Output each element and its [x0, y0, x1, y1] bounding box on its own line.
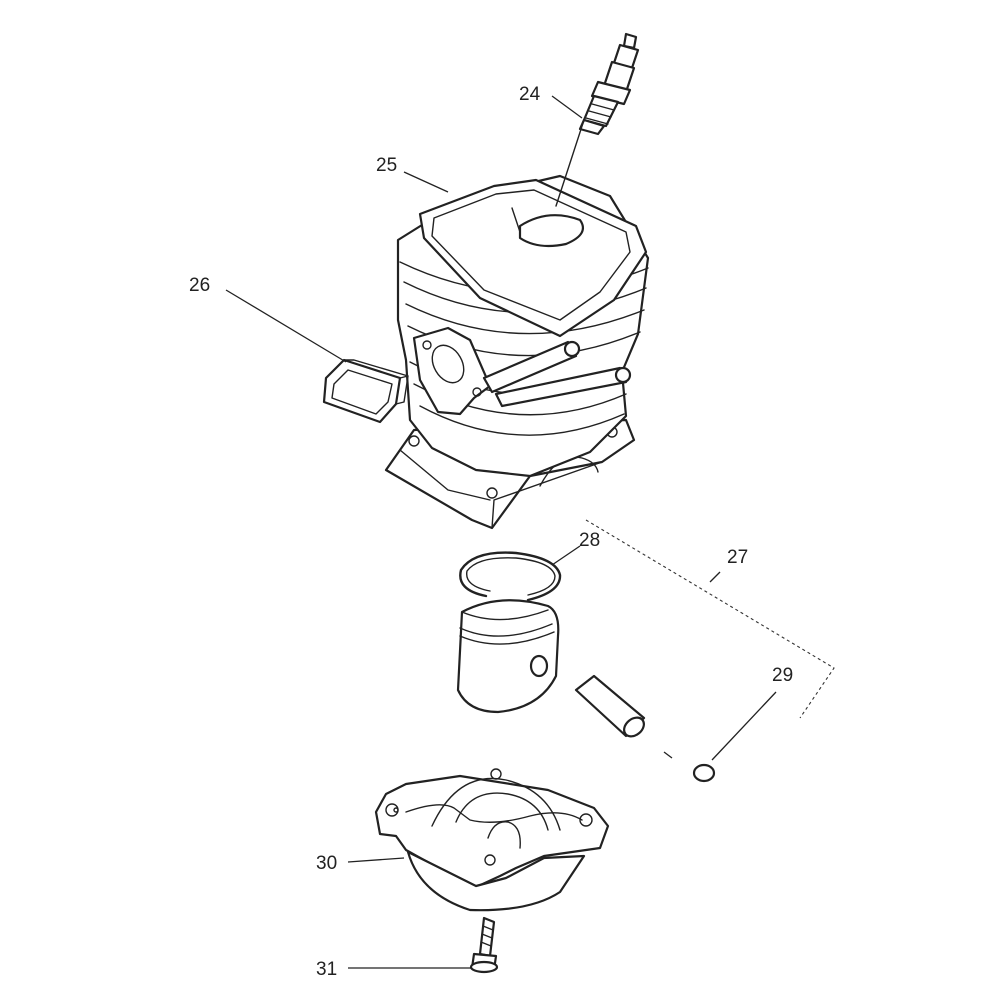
crankcase-lower-half: [374, 768, 610, 912]
leader-lines: [225, 95, 777, 969]
piston: [456, 599, 560, 714]
circlip: [663, 751, 716, 783]
intake-gasket: [322, 358, 409, 424]
part-label-26: 26: [189, 275, 210, 296]
part-label-24: 24: [519, 84, 541, 105]
part-label-28: 28: [579, 530, 600, 551]
part-label-25: 25: [376, 155, 397, 176]
part-label-30: 30: [316, 853, 337, 874]
part-label-27: 27: [727, 547, 748, 568]
part-label-31: 31: [316, 959, 337, 980]
piston-pin: [574, 674, 646, 738]
screw: [469, 916, 499, 974]
piston-kit-bracket: [585, 519, 835, 719]
spark-plug: [578, 32, 640, 136]
part-label-29: 29: [772, 665, 793, 686]
cylinder: [384, 174, 650, 530]
piston-ring: [459, 551, 562, 602]
